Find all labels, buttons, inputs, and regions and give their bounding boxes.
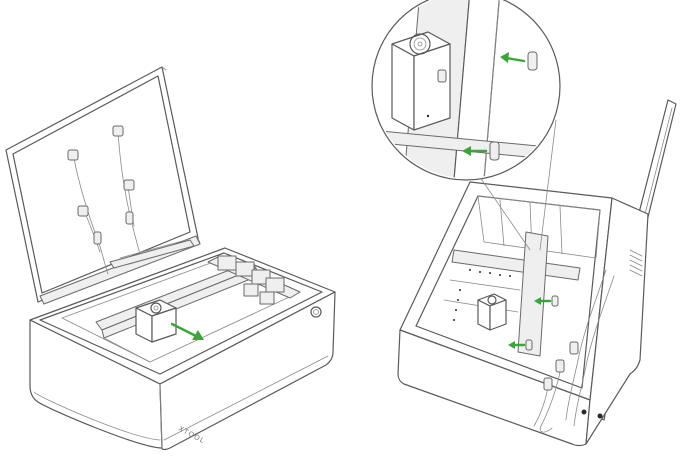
left-machine-figure: XTOOL [5, 66, 336, 451]
detail-screw-lower [489, 141, 500, 161]
screw-direction-arrow-detail-lower [462, 146, 488, 156]
rail-holes [453, 269, 511, 321]
side-vent [629, 249, 643, 277]
rail-screw-lower [525, 339, 533, 351]
screw-direction-arrow-inner-lower [508, 341, 526, 349]
rail-screw-upper [551, 295, 559, 307]
laser-module [135, 299, 177, 343]
machine-interior [61, 255, 301, 363]
machine-base-right [397, 181, 649, 447]
detail-magnifier [371, 0, 561, 251]
screw-direction-arrow-detail-upper [500, 52, 526, 63]
right-machine-figure [371, 0, 677, 447]
detail-screw-upper [527, 51, 538, 71]
screw-direction-arrow-inner-upper [534, 297, 552, 305]
removal-direction-arrow [170, 322, 204, 340]
open-lid [5, 66, 201, 305]
laser-module-right [477, 293, 507, 331]
laser-head-detail [391, 31, 451, 131]
